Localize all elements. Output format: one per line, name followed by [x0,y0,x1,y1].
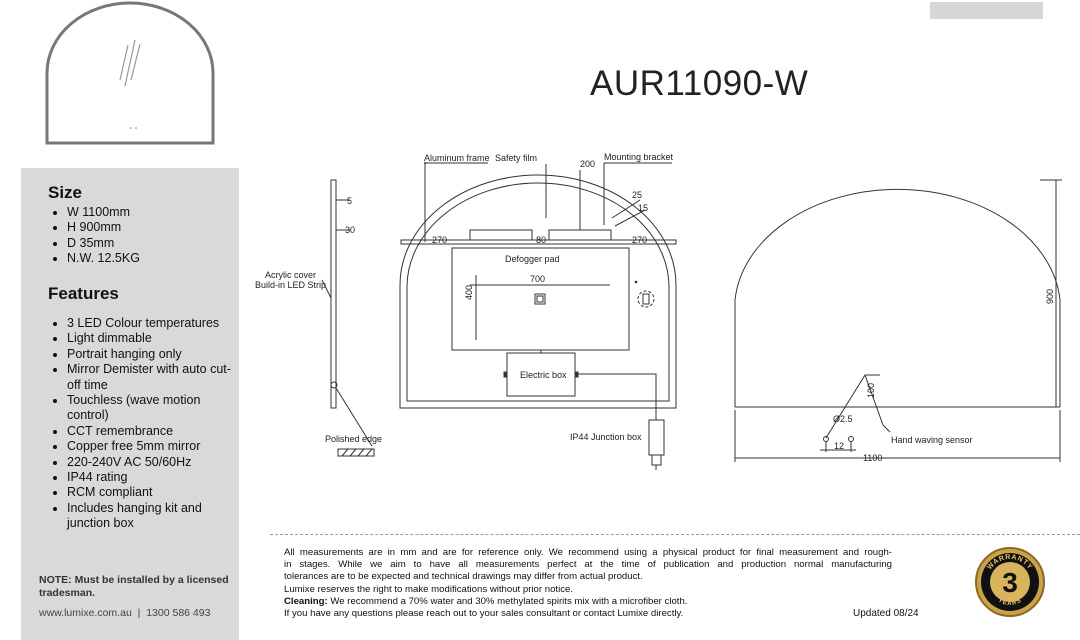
note-label: NOTE: Must be installed by a licensed tr… [39,574,229,599]
dim-270-left: 270 [432,235,447,245]
label-mounting-bracket: Mounting bracket [604,152,674,162]
cleaning-text: We recommend a 70% water and 30% methyla… [327,595,688,607]
spec-sidebar: Size W 1100mm H 900mm D 35mm N.W. 12.5KG… [21,168,239,640]
dim-25: 25 [632,190,642,200]
side-view: 5 30 Acrylic cover Build-in LED Strip Po… [255,179,382,457]
warranty-bottom-text: YEARS [997,598,1022,607]
dim-400: 400 [464,285,474,300]
website-link[interactable]: www.lumixe.com.au [39,607,132,619]
features-list: 3 LED Colour temperatures Light dimmable… [47,316,239,532]
dim-200: 200 [580,159,595,169]
back-view: Aluminum frame Safety film Mounting brac… [399,152,677,470]
label-safety-film: Safety film [495,153,537,163]
label-junction-box: IP44 Junction box [570,432,642,442]
size-item: N.W. 12.5KG [67,251,239,266]
feature-item: RCM compliant [67,485,239,500]
svg-text:YEARS: YEARS [997,598,1023,607]
contact-separator: | [137,607,141,619]
features-heading: Features [48,284,119,303]
disclaimer-line: Lumixe reserves the right to make modifi… [284,583,574,595]
dim-80: 80 [536,235,546,245]
feature-item: Includes hanging kit and junction box [67,501,239,532]
feature-item: Light dimmable [67,331,239,346]
dim-700: 700 [530,274,545,284]
label-aluminum-frame: Aluminum frame [424,153,490,163]
model-number: AUR11090-W [590,64,809,103]
label-acrylic-cover: Acrylic cover [265,270,316,280]
disclaimer-line: All measurements are in mm and are for r… [284,547,892,558]
dim-5: 5 [347,196,352,206]
dim-900: 900 [1045,289,1055,304]
feature-item: Mirror Demister with auto cut-off time [67,362,239,393]
dim-100: 100 [866,383,876,398]
warranty-badge-icon: WARRANTY YEARS 3 [975,547,1045,617]
disclaimer-line: If you have any questions please reach o… [284,608,684,620]
dim-12: 12 [834,441,844,451]
technical-drawing: 5 30 Acrylic cover Build-in LED Strip Po… [255,152,1062,470]
dim-270-right: 270 [632,235,647,245]
size-item: D 35mm [67,236,239,251]
dim-diameter-2-5: Ø2.5 [833,414,853,424]
cleaning-label: Cleaning: [284,595,328,607]
size-list: W 1100mm H 900mm D 35mm N.W. 12.5KG [47,205,239,267]
footer-divider [270,534,1080,535]
phone-number: 1300 586 493 [146,607,211,619]
header-bar [930,2,1043,19]
feature-item: Portrait hanging only [67,347,239,362]
size-heading: Size [48,183,83,202]
feature-item: 3 LED Colour temperatures [67,316,239,331]
dim-1100: 1100 [863,453,882,463]
label-hand-sensor: Hand waving sensor [891,435,973,445]
label-defogger-pad: Defogger pad [505,254,560,264]
installation-note: NOTE: Must be installed by a licensed tr… [39,574,234,599]
product-thumbnail [45,1,215,145]
label-polished-edge: Polished edge [325,434,382,444]
size-item: H 900mm [67,220,239,235]
front-view: 900 1100 100 Ø2.5 12 Hand waving sensor [734,179,1062,463]
updated-date: Updated 08/24 [853,608,919,619]
feature-item: 220-240V AC 50/60Hz [67,455,239,470]
warranty-number: 3 [1002,567,1018,598]
cleaning-line: Cleaning: We recommend a 70% water and 3… [284,596,892,608]
disclaimer-line: in stages. While we aim to have all meas… [284,559,892,571]
contact-line: www.lumixe.com.au | 1300 586 493 [39,607,210,619]
size-item: W 1100mm [67,205,239,220]
feature-item: IP44 rating [67,470,239,485]
dim-15: 15 [638,203,648,213]
feature-item: CCT remembrance [67,424,239,439]
disclaimer-line: tolerances are to be expected and techni… [284,571,643,583]
feature-item: Copper free 5mm mirror [67,439,239,454]
dim-30: 30 [345,225,355,235]
disclaimer-text: All measurements are in mm and are for r… [284,547,892,620]
feature-item: Touchless (wave motion control) [67,393,239,424]
label-led-strip: Build-in LED Strip [255,280,326,290]
label-electric-box: Electric box [520,370,567,380]
